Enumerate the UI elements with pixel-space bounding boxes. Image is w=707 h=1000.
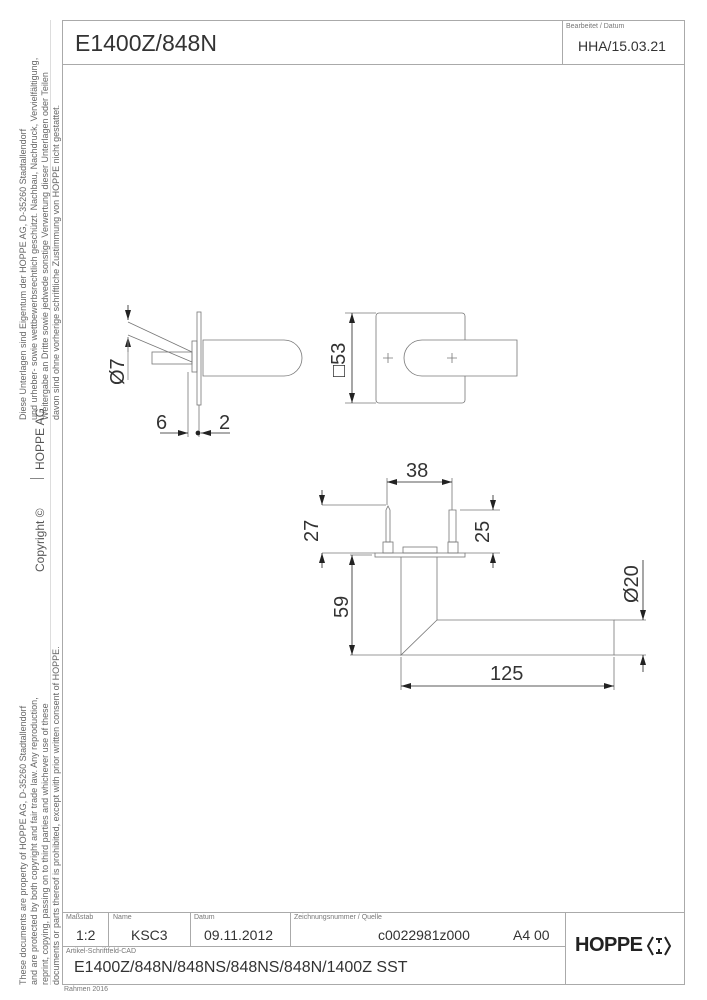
logo-text: HOPPE <box>575 934 643 956</box>
dim-6: 6 <box>156 412 167 434</box>
dim-25: 25 <box>472 521 494 543</box>
side-view <box>127 311 303 437</box>
dim-59: 59 <box>331 596 353 618</box>
dim-d7: Ø7 <box>107 358 129 385</box>
title-block-top <box>62 912 685 913</box>
margin-separator <box>30 478 44 479</box>
drawing-no-label: Zeichnungsnummer / Quelle <box>294 914 382 921</box>
name-value: KSC3 <box>131 927 168 943</box>
header-divider <box>62 64 685 65</box>
front-view <box>345 312 518 404</box>
edited-label: Bearbeitet / Datum <box>566 23 625 30</box>
dim-2: 2 <box>219 412 230 434</box>
top-view <box>322 478 646 690</box>
drawing-frame <box>62 20 685 985</box>
hoppe-logo: HOPPE <box>575 934 672 957</box>
edited-value: HHA/15.03.21 <box>578 38 666 54</box>
name-label: Name <box>113 914 132 921</box>
dim-38: 38 <box>406 460 428 482</box>
header-vdivider <box>562 20 563 64</box>
date-value: 09.11.2012 <box>204 927 274 943</box>
tb-divider <box>290 912 291 946</box>
side-view-dims <box>125 305 230 436</box>
margin-divider <box>50 20 51 985</box>
article-value: E1400Z/848N/848NS/848NS/848N/1400Z SST <box>74 959 408 976</box>
article-label: Artikel-Schriftfeld-CAD <box>66 948 137 955</box>
title-block-mid <box>62 946 565 947</box>
date-label: Datum <box>194 914 215 921</box>
top-view-dims <box>319 479 646 689</box>
logo-hex-icon <box>646 936 671 955</box>
dim-square-53: □53 <box>328 343 350 377</box>
format-value: A4 00 <box>513 927 550 943</box>
tb-divider <box>565 912 566 985</box>
scale-label: Maßstab <box>66 914 94 921</box>
dim-125: 125 <box>490 663 523 685</box>
scale-value: 1:2 <box>76 927 96 943</box>
dim-d20: Ø20 <box>621 565 643 603</box>
drawing-no-value: c0022981z000 <box>378 927 470 943</box>
tb-divider <box>108 912 109 946</box>
drawing-title: E1400Z/848N <box>75 30 217 56</box>
dim-27: 27 <box>301 520 323 542</box>
frame-note: Rahmen 2016 <box>64 986 108 993</box>
tb-divider <box>190 912 191 946</box>
